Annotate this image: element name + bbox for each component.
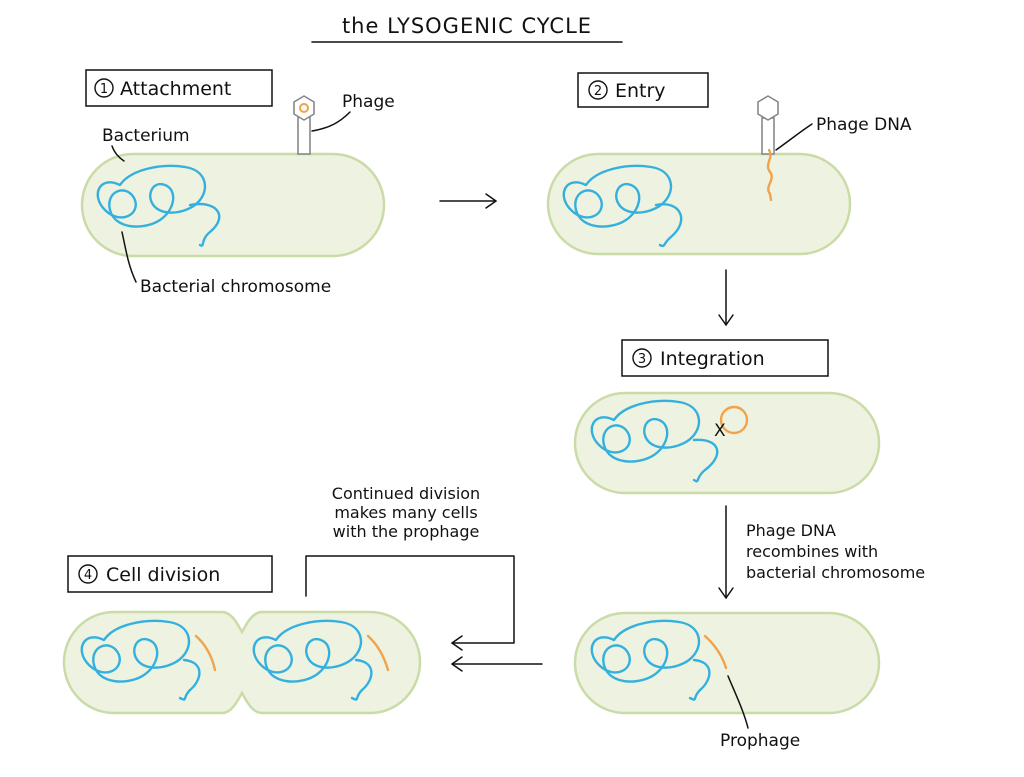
step-2-number: 2 (594, 84, 602, 99)
daughter-prophage-right (366, 634, 390, 672)
step-2-label: Entry (615, 80, 666, 102)
continued-note-line-1: Continued division (332, 484, 480, 503)
dividing-cells (62, 610, 422, 715)
bacterium-cell-1 (80, 152, 386, 258)
step-4-label: Cell division (106, 564, 220, 586)
step-1-number: 1 (100, 82, 108, 97)
step-3-label: Integration (660, 348, 765, 370)
daughter-chromosome-right (252, 619, 363, 683)
recombine-note-line-3: bacterial chromosome (746, 563, 925, 582)
step-3-box (621, 339, 829, 377)
step-3-number-circle (632, 348, 652, 368)
daughter-chromosome-left-tail (178, 658, 201, 701)
phage-dna-pointer (775, 123, 813, 151)
chromosome-pointer (121, 231, 137, 283)
chromosome-tail-3 (692, 438, 719, 483)
phage-dna-label: Phage DNA (816, 115, 912, 135)
bacterial-chromosome-label: Bacterial chromosome (140, 277, 331, 297)
diagram-title: the LYSOGENIC CYCLE (342, 14, 592, 38)
prophage-cell-group: Prophage (573, 611, 881, 751)
prophage-label: Prophage (720, 731, 800, 751)
integration-mark: X (714, 421, 726, 441)
arrow-3-to-prophage (718, 505, 734, 599)
arrow-2-to-3 (718, 269, 734, 326)
phage-tail (297, 115, 311, 155)
bacterial-chromosome-1 (96, 164, 207, 228)
phage-head-2 (757, 95, 779, 121)
bacterium-cell-3 (573, 391, 881, 495)
step-3-number: 3 (638, 352, 646, 367)
step-4-box (67, 555, 273, 593)
phage-pointer (311, 111, 351, 132)
continued-note-line-2: makes many cells (334, 503, 477, 522)
bacterium-pointer (111, 145, 125, 162)
daughter-prophage-left (194, 634, 217, 672)
prophage-pointer (727, 675, 749, 729)
daughter-chromosome-right-tail (350, 658, 373, 701)
recombine-note-line-2: recombines with (746, 542, 878, 561)
chromosome-tail-2 (654, 203, 683, 248)
phage-label: Phage (342, 92, 395, 112)
step-1-number-circle (94, 78, 114, 98)
phage-dna-coil (299, 103, 309, 113)
bacterium-label: Bacterium (102, 126, 190, 146)
continued-division-loop (305, 555, 515, 651)
arrow-to-cell-division (451, 656, 543, 672)
step-1-attachment: 1 Attachment Phage Bacterium Bacterial c… (80, 69, 395, 297)
step-1-box (85, 69, 273, 107)
step-3-integration: 3 Integration X (573, 339, 881, 495)
bacterium-cell-prophage (573, 611, 881, 715)
step-2-number-circle (588, 80, 608, 100)
prophage-segment (703, 634, 728, 670)
phage-dna-circle (719, 405, 749, 435)
bacterial-chromosome-prophage (590, 619, 701, 683)
step-2-entry: 2 Entry Phage DNA (546, 72, 912, 256)
phage-tail-2 (761, 117, 775, 155)
step-4-number-circle (78, 564, 98, 584)
bacterium-cell-2 (546, 152, 852, 256)
bacterial-chromosome-3 (590, 399, 701, 463)
recombine-note-line-1: Phage DNA (746, 521, 836, 540)
bacterial-chromosome-2 (562, 164, 673, 228)
chromosome-tail-1 (188, 202, 221, 247)
step-4-number: 4 (84, 568, 92, 583)
phage-dna-injected (766, 148, 773, 202)
arrow-1-to-2 (439, 193, 497, 209)
continued-note-line-3: with the prophage (333, 522, 480, 541)
daughter-chromosome-left (80, 619, 191, 683)
chromosome-tail-prophage (688, 658, 711, 701)
step-1-label: Attachment (120, 78, 231, 100)
phage-head (293, 95, 315, 121)
step-4-cell-division: 4 Cell division (62, 555, 422, 715)
